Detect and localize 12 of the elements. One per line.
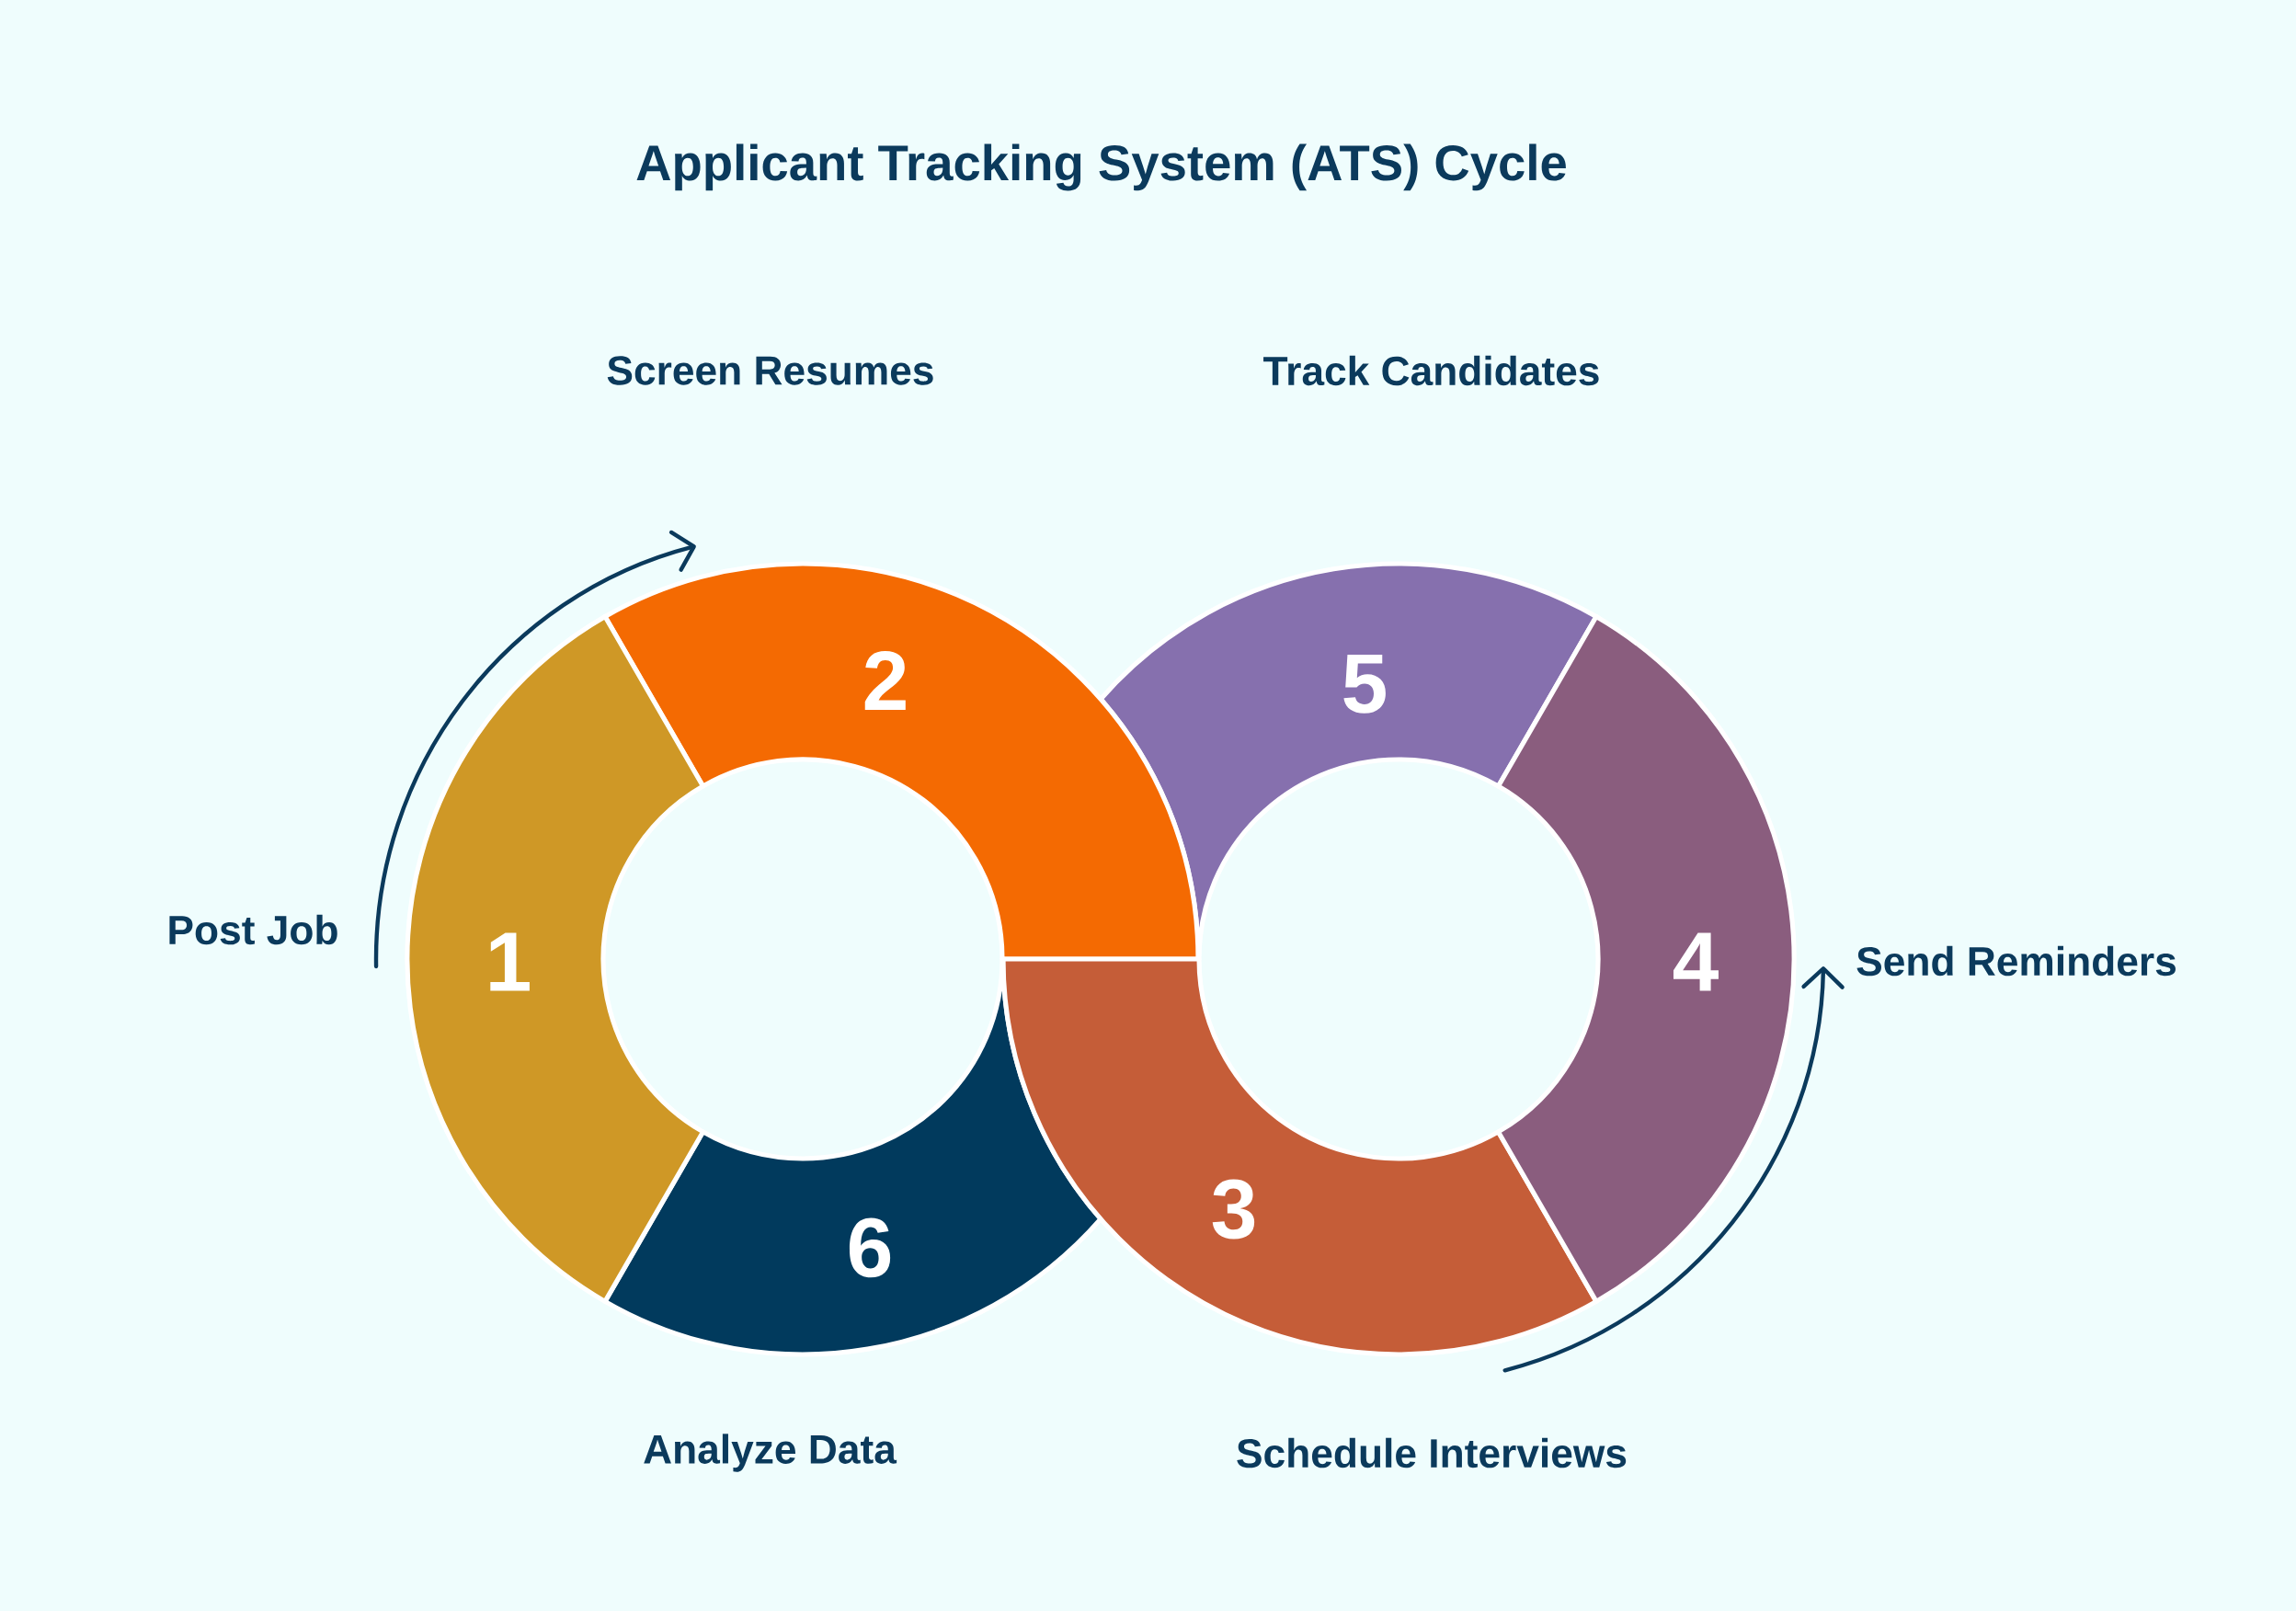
ring-segment: 6 bbox=[602, 956, 1103, 1356]
step-label: Track Candidates bbox=[1263, 355, 1599, 386]
step-label: Screen Resumes bbox=[607, 356, 933, 385]
step-label: Post Job bbox=[169, 914, 337, 945]
title: Applicant Tracking System (ATS) Cycle bbox=[636, 143, 1566, 191]
ring-segment: 2 bbox=[602, 561, 1201, 962]
ring-segment: 3 bbox=[1000, 956, 1599, 1357]
step-label: Send Reminders bbox=[1856, 945, 2176, 977]
ring-segment: 1 bbox=[405, 614, 706, 1304]
ring-segment: 4 bbox=[1495, 614, 1797, 1304]
step-label: Analyze Data bbox=[644, 1434, 897, 1472]
step-label: Schedule Interviews bbox=[1237, 1437, 1627, 1468]
